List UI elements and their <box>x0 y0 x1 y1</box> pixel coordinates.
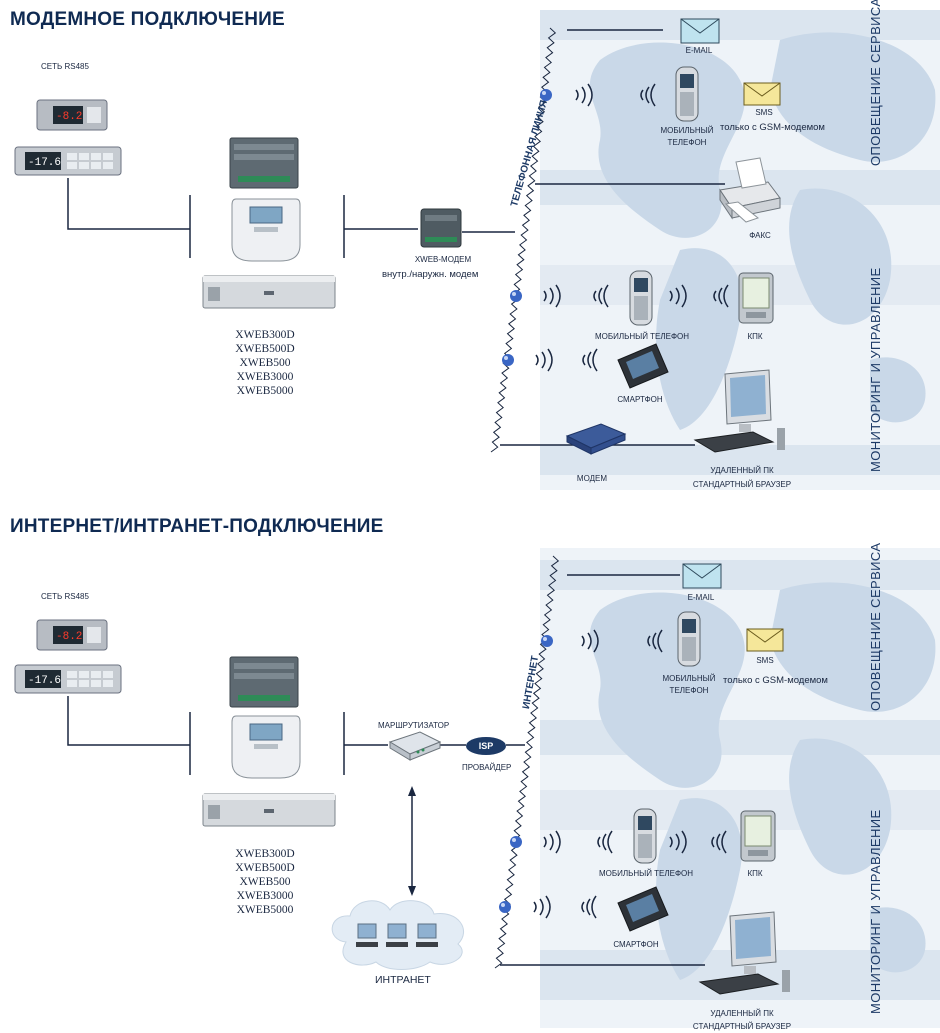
xweb-rack-icon <box>202 275 336 309</box>
isp-badge <box>466 737 506 755</box>
gsm-note: только с GSM-модемом <box>720 122 825 133</box>
intranet-cloud-icon <box>331 900 464 970</box>
email-envelope-icon <box>680 18 720 44</box>
smartphone-icon <box>617 886 669 932</box>
model-name: XWEB500D <box>235 343 295 355</box>
mobile-phone-icon <box>629 270 653 326</box>
svg-text:-17.6: -17.6 <box>28 675 61 687</box>
sms-envelope-icon <box>746 628 784 652</box>
mobile-phone-label-bottom: ТЕЛЕФОН <box>669 686 709 695</box>
model-name: XWEB3000 <box>236 890 294 902</box>
monitoring-label: МОНИТОРИНГ И УПРАВЛЕНИЕ <box>868 809 883 1014</box>
mobile-phone-icon <box>675 66 699 122</box>
model-name: XWEB5000 <box>236 904 294 916</box>
rs485-label: СЕТЬ RS485 <box>41 62 89 71</box>
model-name: XWEB3000 <box>236 371 294 383</box>
smartphone-icon <box>617 343 669 389</box>
section-title: ИНТЕРНЕТ/ИНТРАНЕТ-ПОДКЛЮЧЕНИЕ <box>10 516 384 537</box>
xweb-model-list: XWEB300D XWEB500D XWEB500 XWEB3000 XWEB5… <box>215 328 315 398</box>
svg-text:-8.2: -8.2 <box>56 111 82 123</box>
remote-pc-label: УДАЛЕННЫЙ ПК <box>710 466 774 475</box>
email-envelope-icon <box>682 563 722 589</box>
model-name: XWEB500D <box>235 862 295 874</box>
gsm-note: только с GSM-модемом <box>723 675 828 686</box>
email-label: E-MAIL <box>687 593 715 602</box>
email-label: E-MAIL <box>685 46 713 55</box>
smartphone-label: СМАРТФОН <box>613 940 659 949</box>
sms-label: SMS <box>756 656 774 665</box>
mobile-phone-label: МОБИЛЬНЫЙ ТЕЛЕФОН <box>594 332 690 341</box>
svg-text:-8.2: -8.2 <box>56 631 82 643</box>
remote-pc-icon <box>698 911 790 995</box>
controller-device-icon: -8.2 <box>36 619 108 651</box>
mobile-phone-icon <box>677 611 701 667</box>
sms-label: SMS <box>755 108 773 117</box>
mobile-phone-label-top: МОБИЛЬНЫЙ <box>660 126 714 135</box>
fax-label: ФАКС <box>749 231 771 240</box>
model-name: XWEB500 <box>239 357 291 369</box>
provider-label: ПРОВАЙДЕР <box>462 763 512 772</box>
pda-label: КПК <box>747 869 763 878</box>
fax-icon <box>719 157 781 223</box>
model-name: XWEB500 <box>239 876 291 888</box>
model-name: XWEB300D <box>235 848 295 860</box>
world-map-background <box>540 10 940 490</box>
sms-envelope-icon <box>743 82 781 106</box>
mobile-phone-label-bottom: ТЕЛЕФОН <box>667 138 707 147</box>
browser-label: СТАНДАРТНЫЙ БРАУЗЕР <box>692 1022 792 1031</box>
intranet-label: ИНТРАНЕТ <box>375 974 431 986</box>
mobile-phone-label: МОБИЛЬНЫЙ ТЕЛЕФОН <box>598 869 694 878</box>
xweb-modem-icon <box>420 208 462 248</box>
xweb-controller-icon <box>231 198 301 262</box>
modem-type-label: внутр./наружн. модем <box>382 269 479 280</box>
wireless-signal-icons <box>535 83 729 372</box>
rs485-connection-lines <box>67 178 515 258</box>
xweb-rack-icon <box>202 793 336 827</box>
modem-label: МОДЕМ <box>576 474 608 483</box>
pda-icon <box>740 810 776 862</box>
controller-device-icon: -8.2 <box>36 99 108 131</box>
xweb-modem-label: XWEB-МОДЕМ <box>414 255 472 264</box>
mobile-phone-label-top: МОБИЛЬНЫЙ <box>662 674 716 683</box>
xweb-model-list: XWEB300D XWEB500D XWEB500 XWEB3000 XWEB5… <box>215 847 315 917</box>
xweb-server-icon <box>229 137 299 189</box>
controller-panel-icon: -17.6 <box>14 664 122 694</box>
remote-pc-icon <box>693 369 785 453</box>
remote-pc-label: УДАЛЕННЫЙ ПК <box>710 1009 774 1018</box>
router-label: МАРШРУТИЗАТОР <box>378 721 450 730</box>
xweb-controller-icon <box>231 715 301 779</box>
svg-text:-17.6: -17.6 <box>28 157 61 169</box>
xweb-server-icon <box>229 656 299 708</box>
browser-label: СТАНДАРТНЫЙ БРАУЗЕР <box>692 480 792 489</box>
mobile-phone-icon <box>633 808 657 864</box>
pda-icon <box>738 272 774 324</box>
section-title: МОДЕМНОЕ ПОДКЛЮЧЕНИЕ <box>10 9 285 30</box>
service-alert-label: ОПОВЕЩЕНИЕ СЕРВИСА <box>868 542 883 711</box>
modem-device-icon <box>565 423 627 455</box>
rs485-connection-lines <box>67 696 525 896</box>
isp-label: ISP <box>478 741 494 751</box>
rs485-label: СЕТЬ RS485 <box>41 592 89 601</box>
router-icon <box>388 731 442 761</box>
controller-panel-icon: -17.6 <box>14 146 122 176</box>
model-name: XWEB300D <box>235 329 295 341</box>
model-name: XWEB5000 <box>236 385 294 397</box>
pda-label: КПК <box>747 332 763 341</box>
smartphone-label: СМАРТФОН <box>617 395 663 404</box>
